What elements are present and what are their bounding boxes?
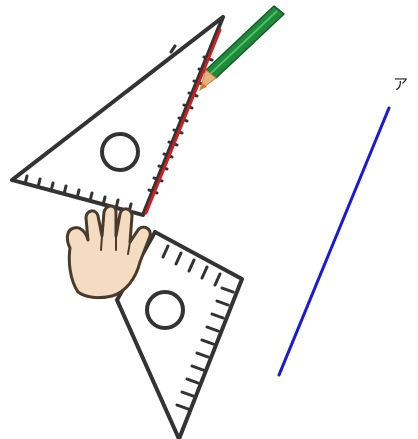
hand-finger-lines — [100, 235, 131, 255]
hand-shape — [65, 204, 152, 300]
pencil-tip-lead — [200, 83, 207, 90]
lower-set-square — [115, 230, 244, 439]
pencil-stripe — [208, 10, 278, 76]
hand-icon — [65, 204, 152, 300]
upper-set-square — [10, 15, 225, 217]
lower-set-square-hole — [145, 290, 185, 330]
upper-set-square-body — [10, 15, 225, 217]
pencil-icon — [199, 5, 285, 92]
line-label-a: ア — [393, 75, 408, 93]
target-line-a — [277, 106, 391, 377]
upper-set-square-hole — [100, 132, 140, 172]
drawn-parallel-line — [144, 28, 222, 215]
lower-set-square-ticks — [161, 244, 235, 411]
